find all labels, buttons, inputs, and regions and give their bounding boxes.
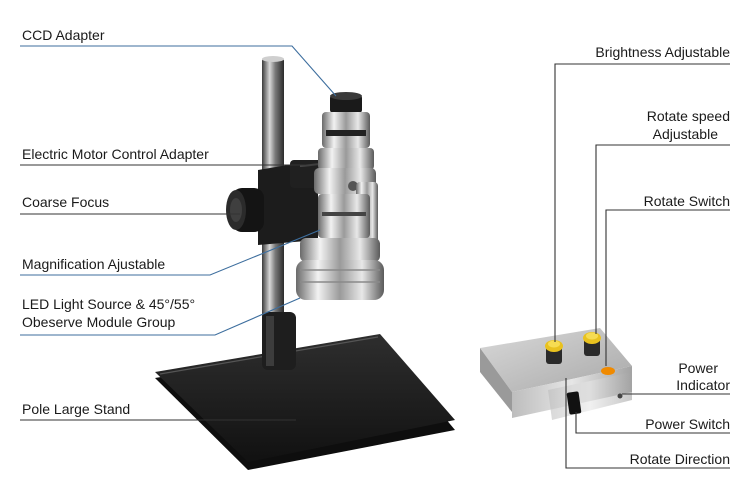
label-rotate-speed-line1: Rotate speed bbox=[646, 108, 730, 124]
label-ccd-adapter: CCD Adapter bbox=[22, 27, 105, 43]
microscope-body bbox=[296, 92, 384, 300]
label-rotate-switch: Rotate Switch bbox=[643, 193, 730, 209]
rotate-switch-button bbox=[601, 367, 615, 375]
leader-lines-right bbox=[554, 63, 730, 469]
power-indicator-light bbox=[617, 393, 623, 399]
label-led-light-source-line1: LED Light Source & 45°/55° bbox=[22, 296, 196, 312]
label-led-light-source-line2: Obeserve Module Group bbox=[22, 314, 176, 330]
label-pole-large-stand: Pole Large Stand bbox=[22, 401, 131, 417]
coarse-focus-knob bbox=[226, 188, 264, 232]
leader-lines-left bbox=[20, 45, 337, 421]
label-brightness-adjustable: Brightness Adjustable bbox=[595, 44, 730, 60]
pole-large-stand bbox=[155, 334, 455, 470]
label-rotate-direction: Rotate Direction bbox=[629, 451, 730, 467]
label-power-indicator-line1: Power bbox=[678, 360, 718, 376]
rotate-speed-knob bbox=[583, 332, 601, 356]
brightness-knob bbox=[545, 340, 563, 364]
label-coarse-focus: Coarse Focus bbox=[22, 194, 110, 210]
label-electric-motor-control-adapter: Electric Motor Control Adapter bbox=[22, 146, 209, 162]
label-power-indicator-line2: Indicator bbox=[676, 377, 730, 393]
label-power-switch: Power Switch bbox=[645, 416, 730, 432]
label-rotate-speed-line2: Adjustable bbox=[652, 126, 718, 142]
label-magnification-adjustable: Magnification Ajustable bbox=[22, 256, 166, 272]
